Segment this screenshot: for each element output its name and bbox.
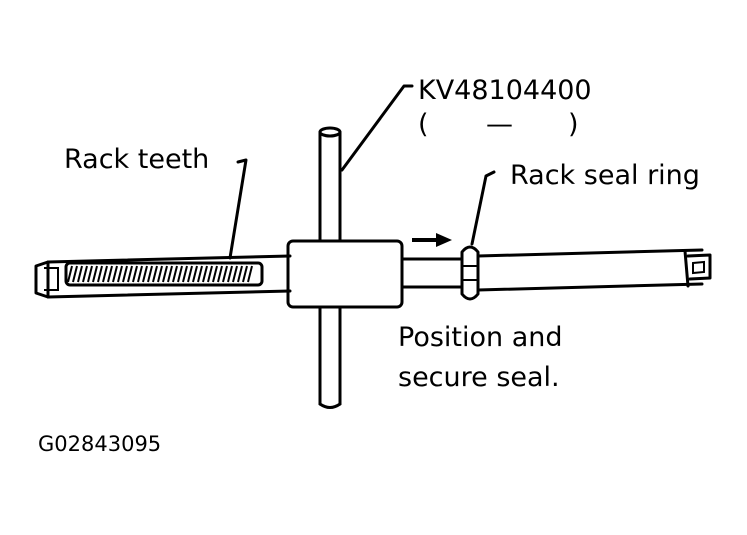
rack-tooth xyxy=(112,265,118,283)
rack-tooth xyxy=(77,265,83,283)
rack-tooth xyxy=(127,265,133,283)
instruction-line-2: secure seal. xyxy=(398,362,560,393)
rack-tooth xyxy=(102,265,108,283)
rack-tooth xyxy=(132,265,138,283)
rack-tooth xyxy=(117,265,123,283)
rack-shaft-right xyxy=(400,248,712,292)
rack-seal-ring-label: Rack seal ring xyxy=(510,160,700,191)
tool-dash: — xyxy=(486,109,513,140)
rack-tooth xyxy=(222,265,228,283)
rack-tooth xyxy=(122,265,128,283)
rack-teeth-label: Rack teeth xyxy=(64,144,209,175)
rack-tooth xyxy=(107,265,113,283)
rack-tooth xyxy=(187,265,193,283)
rack-tooth xyxy=(67,265,73,283)
rack-tooth xyxy=(247,265,253,283)
rack-tooth xyxy=(87,265,93,283)
tool-body xyxy=(286,126,404,409)
figure-code: G02843095 xyxy=(38,432,161,456)
rack-tooth xyxy=(82,265,88,283)
rack-tooth xyxy=(172,265,178,283)
rack-tooth xyxy=(162,265,168,283)
rack-tooth xyxy=(152,265,158,283)
rack-seal-ring xyxy=(460,245,480,301)
rack-tooth xyxy=(167,265,173,283)
rack-tooth xyxy=(227,265,233,283)
leader-rack-seal-ring xyxy=(470,170,496,246)
rack-tooth xyxy=(192,265,198,283)
rack-tooth xyxy=(97,265,103,283)
leader-lines xyxy=(228,84,496,260)
instruction-line-1: Position and xyxy=(398,322,563,353)
rack-tooth xyxy=(232,265,238,283)
rack-tooth xyxy=(72,265,78,283)
leader-rack-teeth xyxy=(228,158,248,260)
rack-teeth xyxy=(64,261,264,287)
rack-tooth xyxy=(217,265,223,283)
tool-paren-close: ) xyxy=(568,109,579,140)
rack-tooth xyxy=(147,265,153,283)
rack-tooth xyxy=(142,265,148,283)
tool-number-label: KV48104400 xyxy=(418,75,592,106)
rack-tooth xyxy=(177,265,183,283)
rack-tooth xyxy=(137,265,143,283)
rack-tooth xyxy=(92,265,98,283)
direction-arrow-icon xyxy=(412,233,452,247)
rack-tooth xyxy=(207,265,213,283)
rack-tooth xyxy=(212,265,218,283)
rack-tooth xyxy=(197,265,203,283)
rack-tooth xyxy=(182,265,188,283)
tool-paren-open: ( xyxy=(418,109,429,140)
rack-tooth xyxy=(157,265,163,283)
rack-tooth xyxy=(237,265,243,283)
rack-tooth xyxy=(242,265,248,283)
rack-tooth xyxy=(202,265,208,283)
leader-tool-number xyxy=(340,84,414,172)
rack-shaft-left xyxy=(34,254,292,299)
